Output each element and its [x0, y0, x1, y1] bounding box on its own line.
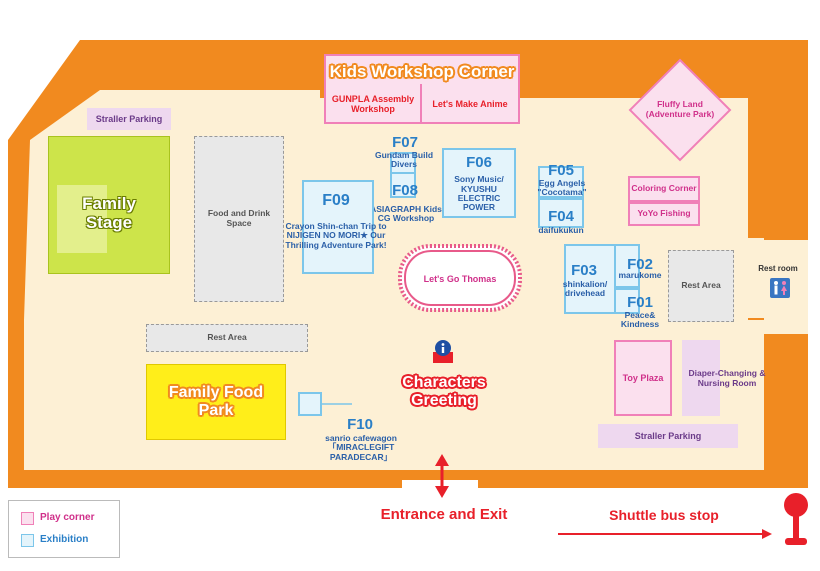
information-icon — [432, 338, 454, 364]
booth-f08-box[interactable] — [390, 172, 416, 198]
characters-greeting[interactable]: Characters Greeting — [402, 373, 486, 409]
thomas-track-inner — [404, 250, 516, 306]
rest-area-right-label: Rest Area — [681, 280, 721, 291]
booth-f10-box[interactable] — [298, 392, 322, 416]
rest-area-left[interactable]: Rest Area — [146, 324, 308, 352]
legend-play-swatch — [21, 512, 34, 525]
booth-f06-code: F06 — [466, 153, 492, 171]
rest-area-right[interactable]: Rest Area — [668, 250, 734, 322]
booth-f03[interactable] — [564, 244, 616, 314]
straller-parking-top[interactable]: Straller Parking — [87, 108, 171, 130]
booth-f02-code: F02 — [627, 255, 653, 273]
lets-go-thomas-label: Let's Go Thomas — [423, 273, 497, 284]
straller-parking-bottom-label: Straller Parking — [634, 430, 702, 441]
rest-area-left-label: Rest Area — [207, 332, 247, 343]
legend-exhibition-label: Exhibition — [40, 534, 89, 545]
kids-workshop-left[interactable]: GUNPLA Assembly Workshop — [326, 84, 422, 124]
food-drink-space[interactable]: Food and Drink Space — [194, 136, 284, 302]
booth-f03-name: shinkalion/ drivehead — [562, 278, 608, 298]
booth-f06[interactable]: F06 Sony Music/ KYUSHU ELECTRIC POWER — [442, 148, 516, 218]
shuttle-arrow-head — [762, 529, 772, 539]
family-food-park[interactable]: Family Food Park — [146, 364, 286, 440]
family-stage-inner — [57, 185, 107, 253]
diaper-nursing-room[interactable] — [682, 340, 720, 416]
booth-f09-name: Crayon Shin-chan Trip to NIJIGEN NO MORI… — [285, 220, 387, 250]
booth-f08-code: F08 — [392, 181, 418, 199]
bus-stop-pole — [793, 512, 799, 538]
straller-parking-top-label: Straller Parking — [95, 113, 163, 124]
kids-workshop-right-label: Let's Make Anime — [432, 98, 508, 109]
booth-f08-name: ASIAGRAPH Kids CG Workshop — [370, 203, 442, 223]
fluffy-land-diamond — [628, 58, 732, 162]
yoyo-fishing-label: YoYo Fishing — [637, 208, 691, 219]
toy-plaza-label: Toy Plaza — [622, 372, 664, 383]
lets-go-thomas[interactable]: Let's Go Thomas — [404, 264, 516, 294]
coloring-corner-label: Coloring Corner — [631, 183, 697, 194]
booth-f10-name: sanrio cafewagon 「MIRACLEGIFT PARADECAR」 — [325, 432, 397, 462]
booth-f01-name: Peace& Kindness — [620, 309, 660, 329]
booth-f07-name: Gundam Build Divers — [374, 149, 434, 169]
restroom-icon — [770, 278, 790, 298]
legend-exhibition-swatch — [21, 534, 34, 547]
kids-workshop-corner[interactable]: GUNPLA Assembly Workshop Let's Make Anim… — [324, 54, 520, 124]
booth-f04-code: F04 — [548, 207, 574, 225]
entrance-arrow-down — [435, 486, 449, 498]
booth-f05-code: F05 — [548, 161, 574, 179]
toy-plaza[interactable]: Toy Plaza — [614, 340, 672, 416]
booth-f03-code: F03 — [571, 261, 597, 279]
yoyo-fishing[interactable]: YoYo Fishing — [628, 202, 700, 226]
booth-f01-code: F01 — [627, 293, 653, 311]
family-stage-label: Family Stage — [82, 194, 136, 232]
entrance-arrow-up — [435, 454, 449, 466]
booth-f09-code: F09 — [322, 192, 350, 209]
coloring-corner[interactable]: Coloring Corner — [628, 176, 700, 202]
booth-f04-box[interactable] — [538, 198, 584, 228]
food-drink-label: Food and Drink Space — [207, 208, 271, 228]
booth-f06-name: Sony Music/ KYUSHU ELECTRIC POWER — [454, 174, 504, 213]
family-food-park-label: Family Food Park — [168, 384, 264, 419]
rest-room[interactable]: Rest room — [750, 262, 806, 276]
booth-f05-box[interactable] — [538, 166, 584, 198]
rest-room-label: Rest room — [758, 264, 798, 274]
straller-parking-bottom[interactable]: Straller Parking — [598, 424, 738, 448]
booth-f07-code: F07 — [392, 133, 418, 151]
family-stage[interactable]: Family Stage — [48, 136, 170, 274]
shuttle-bus-stop-label[interactable]: Shuttle bus stop — [609, 507, 719, 523]
booth-f09[interactable] — [302, 180, 374, 274]
booth-f01[interactable] — [614, 288, 640, 314]
booth-f02[interactable] — [614, 244, 640, 288]
entrance-exit-label[interactable]: Entrance and Exit — [380, 505, 508, 523]
booth-f05-name: Egg Angels "Cocotama" — [537, 177, 587, 197]
booth-f04-name: daifukukun — [538, 225, 584, 236]
legend-play-label: Play corner — [40, 512, 95, 523]
diaper-nursing-label: Diaper-Changing & Nursing Room — [688, 368, 766, 388]
fluffy-land-label: Fluffy Land (Adventure Park) — [645, 99, 715, 119]
diaper-nursing-label-wrap: Diaper-Changing & Nursing Room — [682, 362, 772, 396]
kids-workshop-title: Kids Workshop Corner — [329, 62, 515, 81]
bus-stop-base — [785, 538, 807, 545]
kids-workshop-left-label: GUNPLA Assembly Workshop — [331, 93, 415, 114]
bus-stop-head — [784, 493, 808, 517]
booth-f02-name: marukome — [618, 270, 662, 281]
fluffy-land-label-wrap[interactable]: Fluffy Land (Adventure Park) — [640, 92, 720, 128]
kids-workshop-right[interactable]: Let's Make Anime — [422, 84, 518, 124]
booth-f10-code: F10 — [347, 415, 373, 433]
legend: Play corner Exhibition — [8, 500, 120, 558]
